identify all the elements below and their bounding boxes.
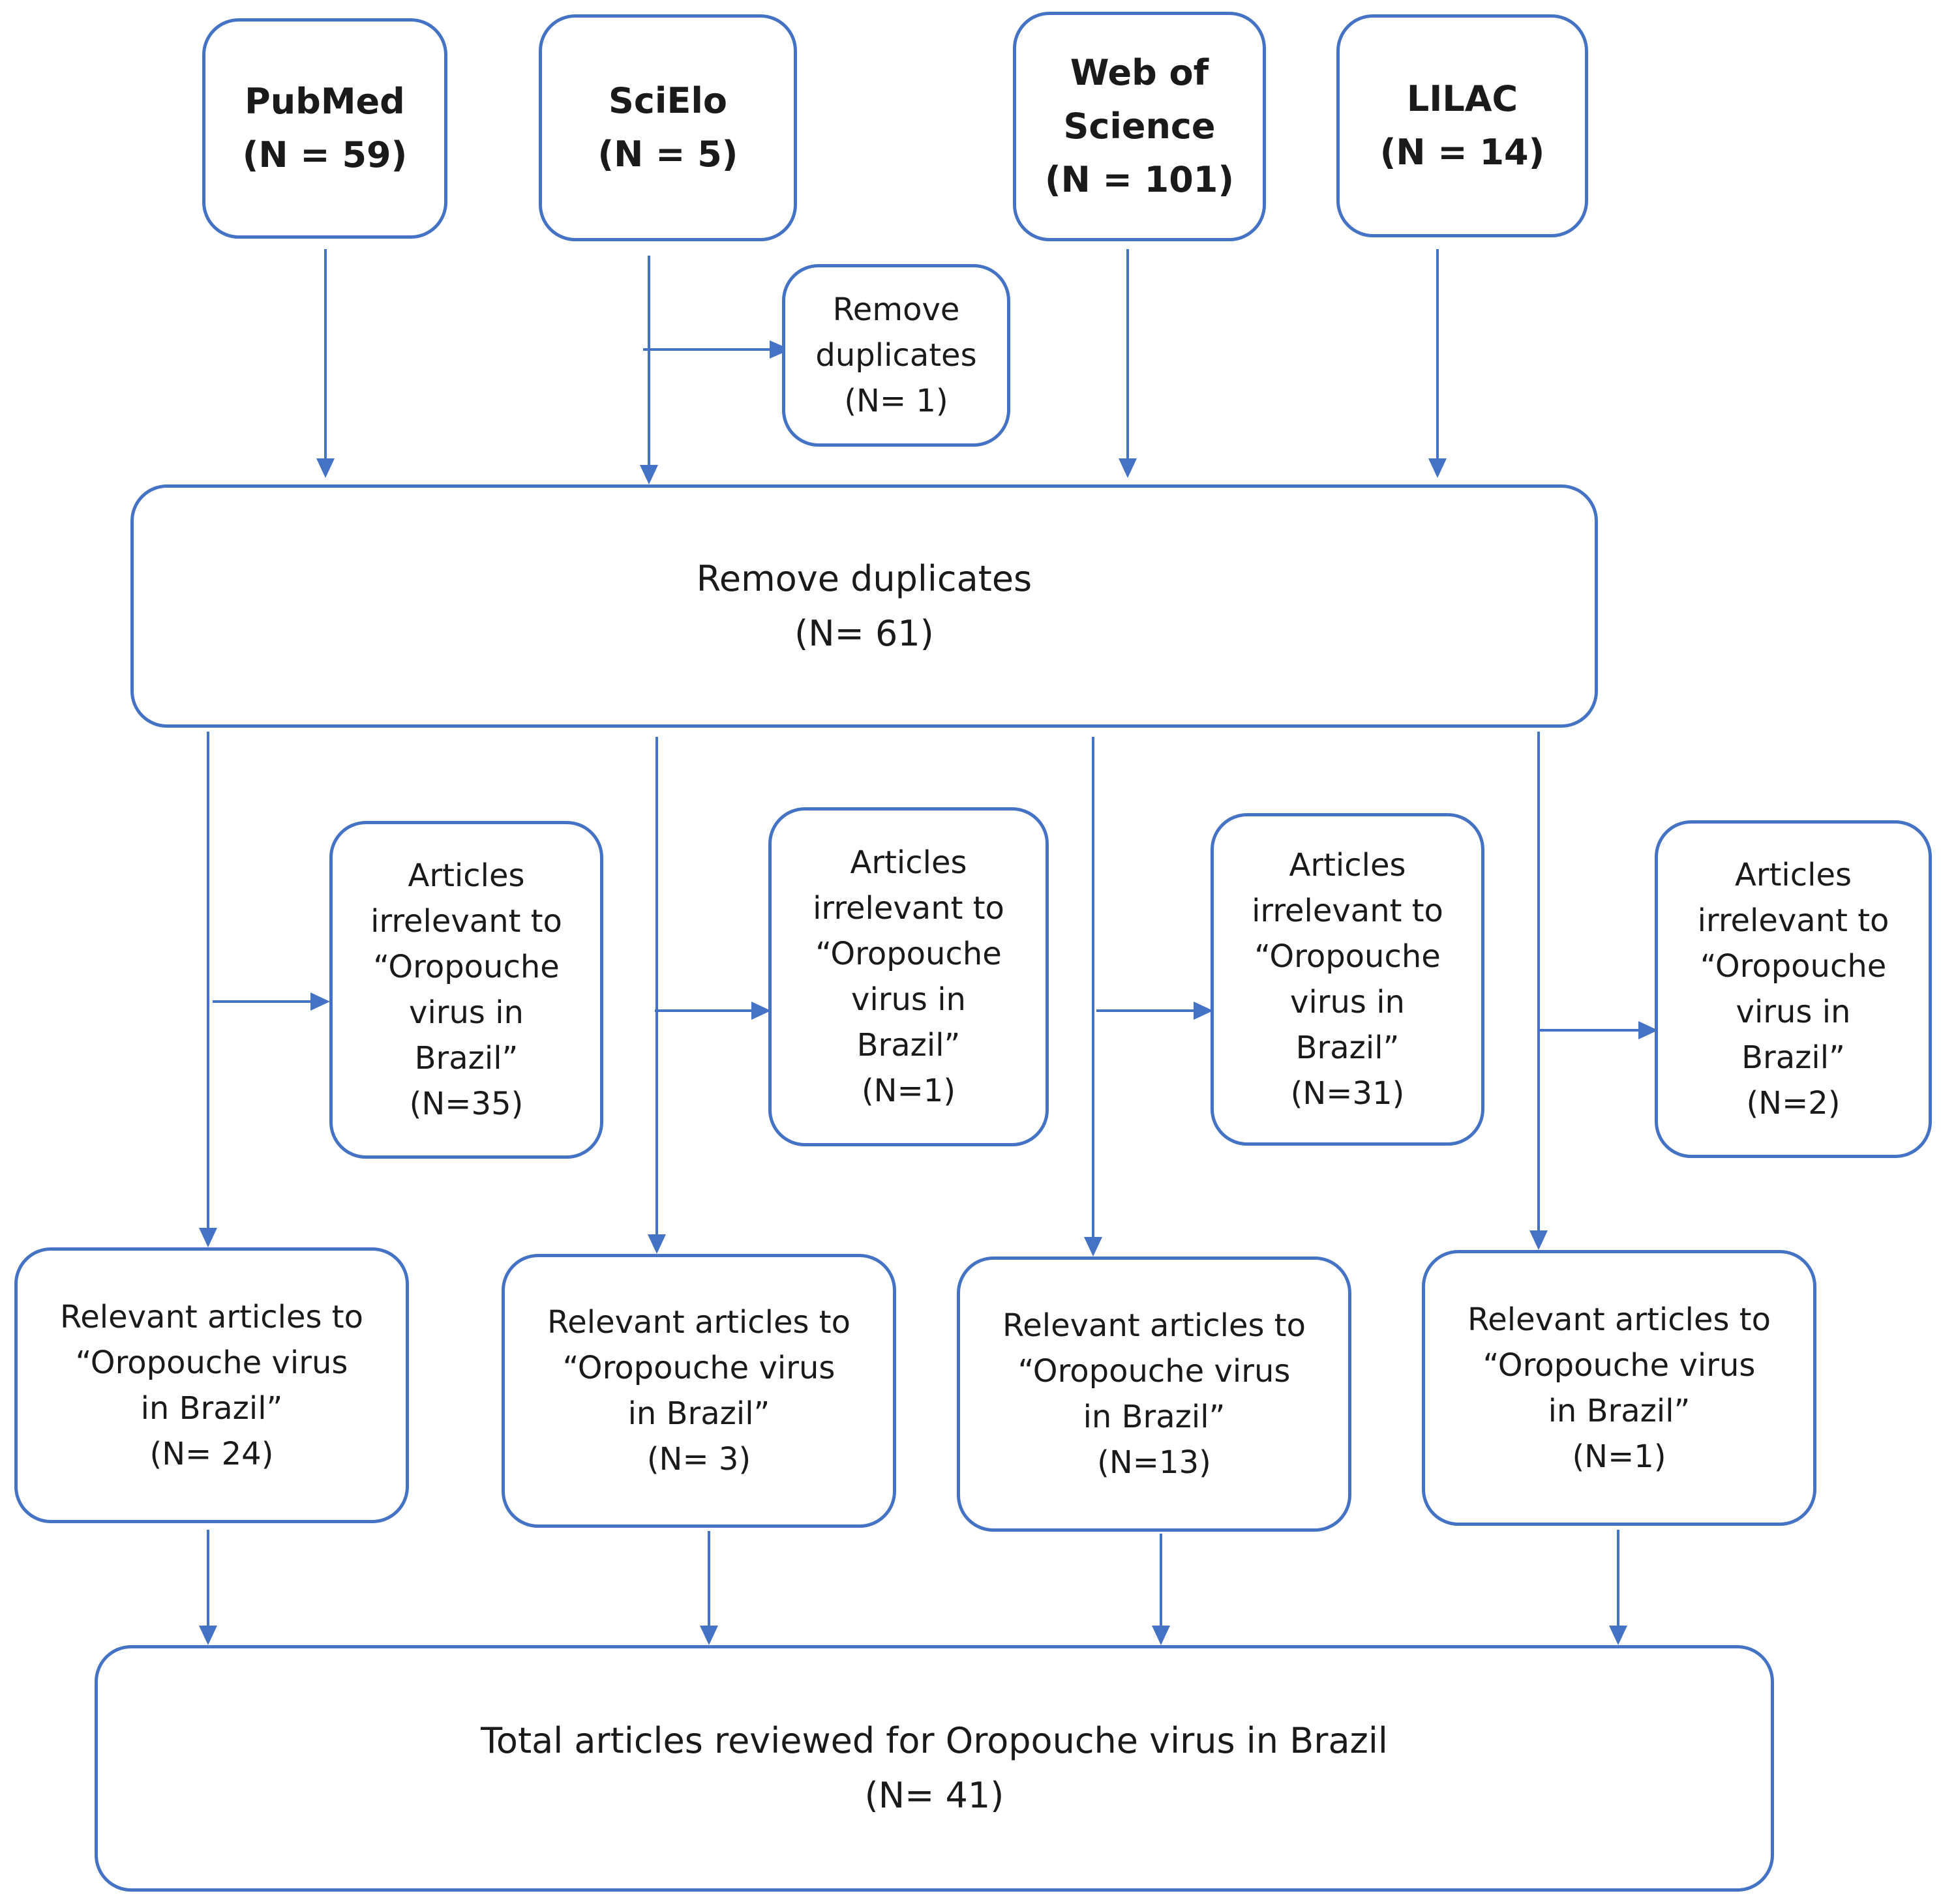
arrowheads bbox=[199, 340, 1658, 1645]
box-line: virus in bbox=[409, 994, 524, 1031]
box-line: virus in bbox=[851, 981, 966, 1018]
box-line: Relevant articles to bbox=[60, 1298, 363, 1335]
source-box-scielo: SciElo (N = 5) bbox=[539, 14, 797, 241]
arrowhead-total-3 bbox=[1152, 1626, 1170, 1645]
arrowhead-relevant-2 bbox=[648, 1234, 666, 1254]
source-name-line-2: Science bbox=[1063, 106, 1216, 147]
remove-duplicates-box: Remove duplicates (N= 61) bbox=[130, 484, 1598, 728]
box-line: “Oropouche virus bbox=[562, 1350, 835, 1386]
source-count: (N = 14) bbox=[1379, 132, 1545, 173]
source-name: LILAC bbox=[1406, 78, 1518, 119]
box-line: in Brazil” bbox=[627, 1395, 770, 1432]
box-line: “Oropouche bbox=[373, 949, 560, 985]
total-box: Total articles reviewed for Oropouche vi… bbox=[95, 1645, 1774, 1892]
box-line: Articles bbox=[1289, 847, 1406, 884]
irrelevant-box-1: Articles irrelevant to “Oropouche virus … bbox=[329, 821, 603, 1159]
source-name: SciElo bbox=[609, 80, 727, 121]
box-line: irrelevant to bbox=[1252, 893, 1443, 929]
box-line: irrelevant to bbox=[1697, 902, 1889, 939]
box-line: (N= 24) bbox=[149, 1435, 274, 1472]
arrowhead-total-2 bbox=[700, 1626, 718, 1645]
arrowhead-total-1 bbox=[199, 1626, 217, 1645]
box-line: Brazil” bbox=[1295, 1030, 1400, 1066]
box-line: in Brazil” bbox=[1083, 1399, 1226, 1435]
box-line: virus in bbox=[1736, 994, 1851, 1030]
box-line: (N=31) bbox=[1290, 1075, 1405, 1112]
source-box-lilac: LILAC (N = 14) bbox=[1336, 14, 1588, 237]
box-line: Articles bbox=[1735, 857, 1852, 893]
arrowhead-irrelevant-2 bbox=[751, 1002, 771, 1020]
box-line: in Brazil” bbox=[140, 1390, 283, 1427]
box-line: (N=13) bbox=[1097, 1444, 1211, 1481]
source-name: PubMed bbox=[245, 81, 405, 122]
arrowhead-irrelevant-4 bbox=[1638, 1021, 1658, 1039]
source-name-line-1: Web of bbox=[1070, 52, 1209, 93]
arrowhead-total-4 bbox=[1609, 1626, 1627, 1645]
arrowhead-relevant-4 bbox=[1529, 1230, 1548, 1250]
box-line: Relevant articles to bbox=[1002, 1307, 1306, 1344]
arrowhead-scielo-dup bbox=[770, 340, 790, 359]
box-line: “Oropouche bbox=[1700, 948, 1887, 985]
irrelevant-box-3: Articles irrelevant to “Oropouche virus … bbox=[1211, 813, 1484, 1146]
arrowhead-relevant-3 bbox=[1084, 1237, 1102, 1257]
total-label: Total articles reviewed for Oropouche vi… bbox=[481, 1720, 1388, 1761]
arrowhead-pubmed bbox=[316, 458, 335, 478]
source-count: (N = 101) bbox=[1044, 159, 1235, 200]
relevant-box-2: Relevant articles to “Oropouche virus in… bbox=[502, 1254, 896, 1528]
box-line: “Oropouche virus bbox=[1482, 1346, 1756, 1384]
box-line: Relevant articles to bbox=[1467, 1301, 1771, 1338]
box-line: (N=1) bbox=[861, 1073, 956, 1109]
relevant-box-3: Relevant articles to “Oropouche virus in… bbox=[957, 1257, 1351, 1532]
remove-duplicates-count: (N= 61) bbox=[794, 612, 934, 654]
scielo-duplicates-box: Remove duplicates (N= 1) bbox=[782, 264, 1010, 447]
arrowhead-irrelevant-1 bbox=[310, 992, 330, 1011]
total-count: (N= 41) bbox=[864, 1775, 1004, 1816]
box-line: Relevant articles to bbox=[547, 1304, 850, 1341]
box-line: (N= 1) bbox=[844, 383, 948, 419]
box-line: virus in bbox=[1290, 984, 1405, 1020]
box-line: Brazil” bbox=[856, 1027, 961, 1064]
irrelevant-box-4: Articles irrelevant to “Oropouche virus … bbox=[1655, 820, 1932, 1158]
source-count: (N = 5) bbox=[597, 134, 738, 175]
box-line: “Oropouche virus bbox=[1017, 1353, 1291, 1390]
arrowhead-irrelevant-3 bbox=[1194, 1002, 1213, 1020]
box-line: Articles bbox=[850, 844, 967, 881]
box-line: duplicates bbox=[815, 337, 977, 374]
box-line: Articles bbox=[408, 857, 525, 894]
arrowhead-scielo bbox=[640, 465, 658, 484]
box-line: “Oropouche virus bbox=[75, 1344, 348, 1381]
box-line: Brazil” bbox=[1741, 1039, 1845, 1076]
box-line: (N=35) bbox=[409, 1086, 524, 1122]
relevant-box-1: Relevant articles to “Oropouche virus in… bbox=[14, 1247, 409, 1523]
box-line: in Brazil” bbox=[1548, 1392, 1691, 1429]
box-line: Remove bbox=[832, 291, 960, 328]
box-line: (N= 3) bbox=[646, 1441, 751, 1478]
source-box-web-of-science: Web of Science (N = 101) bbox=[1013, 12, 1266, 241]
box-line: (N=1) bbox=[1572, 1438, 1666, 1475]
box-line: (N=2) bbox=[1746, 1085, 1841, 1122]
box-line: “Oropouche bbox=[1254, 938, 1441, 975]
source-box-pubmed: PubMed (N = 59) bbox=[202, 18, 447, 239]
relevant-box-4: Relevant articles to “Oropouche virus in… bbox=[1422, 1250, 1816, 1526]
box-line: irrelevant to bbox=[813, 890, 1004, 927]
irrelevant-box-2: Articles irrelevant to “Oropouche virus … bbox=[768, 807, 1049, 1146]
source-count: (N = 59) bbox=[242, 134, 408, 175]
arrowhead-relevant-1 bbox=[199, 1228, 217, 1247]
arrowhead-lilac bbox=[1428, 458, 1447, 478]
box-line: “Oropouche bbox=[815, 936, 1002, 972]
arrowhead-wos bbox=[1119, 458, 1137, 478]
remove-duplicates-label: Remove duplicates bbox=[696, 558, 1032, 599]
box-line: Brazil” bbox=[414, 1040, 519, 1077]
box-line: irrelevant to bbox=[370, 903, 562, 940]
